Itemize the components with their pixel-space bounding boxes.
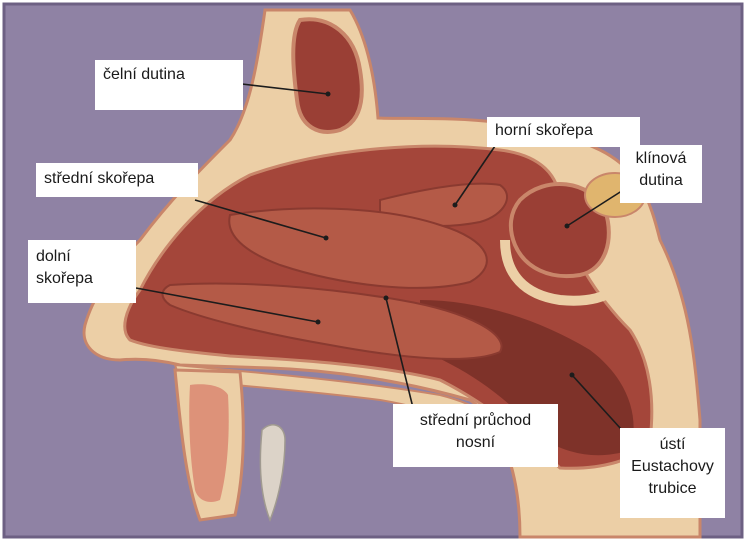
label-frontal-sinus: čelní dutina xyxy=(95,60,243,110)
label-inferior-concha-line1: dolní xyxy=(36,246,128,268)
label-frontal-sinus-text: čelní dutina xyxy=(103,64,235,86)
label-middle-meatus: střední průchod nosní xyxy=(393,404,558,467)
label-inferior-concha-line2: skořepa xyxy=(36,268,128,290)
label-eustachian-tube-line3: trubice xyxy=(628,478,717,500)
label-middle-concha: střední skořepa xyxy=(36,163,198,197)
label-eustachian-tube: ústí Eustachovy trubice xyxy=(620,428,725,518)
label-sphenoid-sinus: klínová dutina xyxy=(620,145,702,203)
label-sphenoid-sinus-line2: dutina xyxy=(628,170,694,192)
label-middle-meatus-line2: nosní xyxy=(401,432,550,454)
tooth-root xyxy=(189,384,228,502)
label-superior-concha-text: horní skořepa xyxy=(495,120,632,142)
label-middle-meatus-line1: střední průchod xyxy=(401,410,550,432)
label-superior-concha: horní skořepa xyxy=(487,117,640,147)
label-sphenoid-sinus-line1: klínová xyxy=(628,148,694,170)
label-middle-concha-text: střední skořepa xyxy=(44,168,190,190)
label-eustachian-tube-line1: ústí xyxy=(628,434,717,456)
label-eustachian-tube-line2: Eustachovy xyxy=(628,456,717,478)
label-inferior-concha: dolní skořepa xyxy=(28,240,136,303)
